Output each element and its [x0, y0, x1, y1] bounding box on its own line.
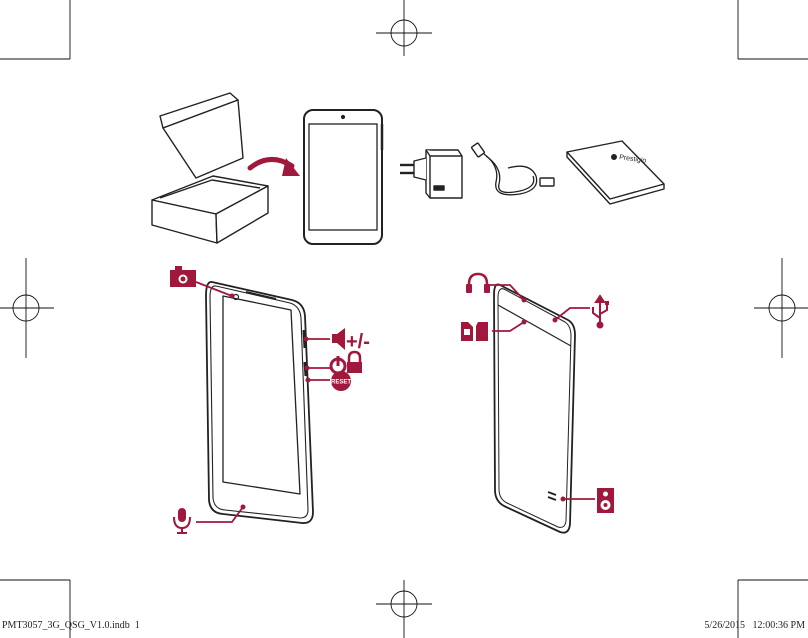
print-slug-file: PMT3057_3G_QSG_V1.0.indb 1: [2, 620, 140, 631]
tablet-back-view: [493, 283, 576, 534]
usb-cable: [470, 142, 555, 196]
registration-mark-bottom: [376, 580, 432, 638]
tablet-front-view: [205, 281, 314, 524]
open-box: [151, 92, 269, 244]
registration-mark-right: [754, 258, 808, 358]
headphones-icon: [466, 272, 490, 293]
print-slug-date: 5/26/2015: [704, 620, 745, 631]
booklet-brand-logo: Prestigio: [619, 154, 647, 165]
print-slug-file-name: PMT3057_3G_QSG_V1.0.indb: [2, 620, 130, 631]
reset-callout: [305, 377, 330, 383]
lock-icon: [347, 350, 362, 373]
usb-icon: [592, 294, 609, 329]
print-slug-time: 12:00:36 PM: [752, 620, 805, 631]
power-callout: [304, 365, 330, 371]
microphone-icon: [173, 508, 191, 534]
volume-callout: [303, 336, 330, 342]
reset-icon: [331, 371, 351, 391]
microphone-callout: [196, 504, 246, 523]
print-slug-date-time: 5/26/2015 12:00:36 PM: [704, 620, 805, 631]
registration-mark-top: [376, 0, 432, 56]
usb-callout: [552, 307, 590, 323]
registration-mark-left: [0, 258, 54, 358]
reset-label: RESET: [331, 380, 351, 386]
charger: [400, 149, 463, 199]
speaker-icon: [597, 488, 614, 513]
unbox-arrow-head: [282, 158, 300, 176]
card-slot-callout: [492, 319, 527, 332]
print-slug-page-number: 1: [134, 620, 140, 631]
camera-icon: [170, 266, 196, 287]
volume-label: +/-: [346, 331, 370, 353]
sim-sd-card-icon: [461, 322, 488, 341]
headphone-callout: [488, 284, 527, 303]
volume-icon: [332, 328, 345, 350]
camera-callout: [195, 281, 235, 299]
tablet-front-small: [303, 109, 384, 245]
quick-start-guide-booklet: [566, 140, 665, 205]
power-icon: [329, 356, 347, 375]
speaker-callout: [560, 496, 595, 502]
